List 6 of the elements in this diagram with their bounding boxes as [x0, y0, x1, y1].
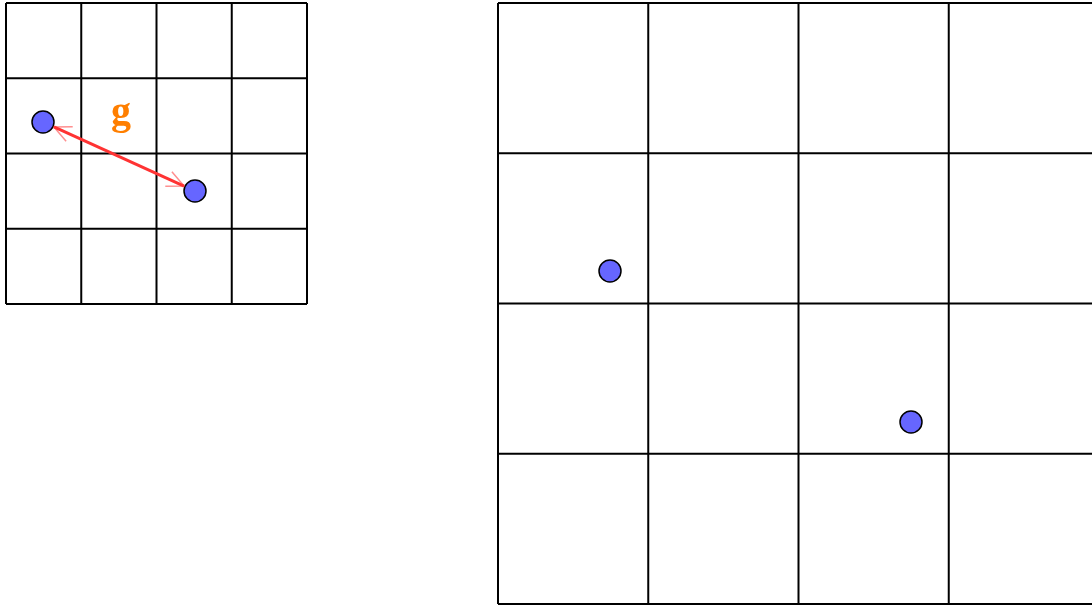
arrow: [53, 125, 185, 188]
dot-marker: [598, 259, 622, 283]
dot-marker: [31, 110, 55, 134]
edge-label: g: [111, 90, 131, 131]
dot-marker: [183, 179, 207, 203]
dot-marker: [899, 410, 923, 434]
